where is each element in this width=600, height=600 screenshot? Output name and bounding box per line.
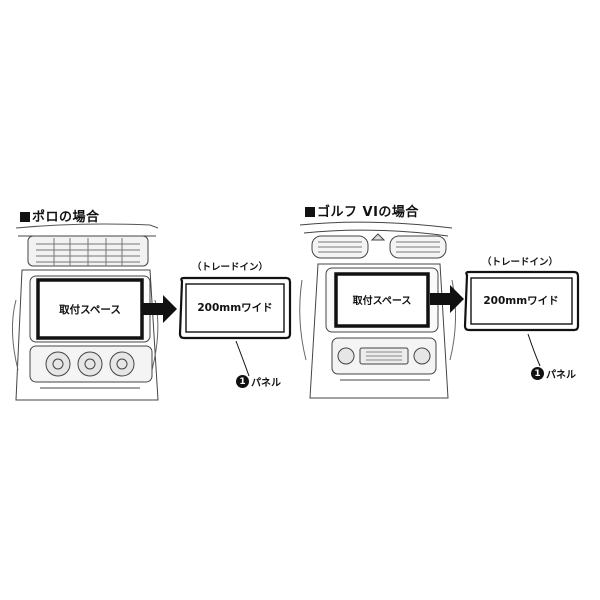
polo-mount-space-label: 取付スペース (59, 303, 121, 316)
golf-mount-space-box (334, 272, 430, 328)
number-one-icon: 1 (236, 375, 249, 388)
polo-trade-in-label: （トレードイン） (192, 261, 268, 273)
golf-wide-label: 200mmワイド (483, 295, 558, 307)
polo-heading: ポロの場合 (20, 206, 100, 225)
polo-leader-line (235, 340, 250, 377)
golf-trade-in-label: （トレードイン） (482, 256, 558, 268)
square-bullet-icon (20, 212, 30, 222)
golf-leader-line (527, 333, 541, 367)
golf-panel-screen (470, 277, 573, 325)
golf-heading: ゴルフ VIの場合 (305, 201, 419, 220)
polo-panel-screen (185, 283, 285, 333)
golf-mount-space-label: 取付スペース (353, 294, 412, 307)
golf-arrow-icon (430, 285, 464, 313)
polo-wide-label: 200mmワイド (197, 302, 272, 314)
number-one-icon: 1 (531, 367, 544, 380)
square-bullet-icon (305, 207, 315, 217)
polo-arrow-icon (143, 295, 177, 323)
polo-mount-space-box (36, 278, 144, 340)
